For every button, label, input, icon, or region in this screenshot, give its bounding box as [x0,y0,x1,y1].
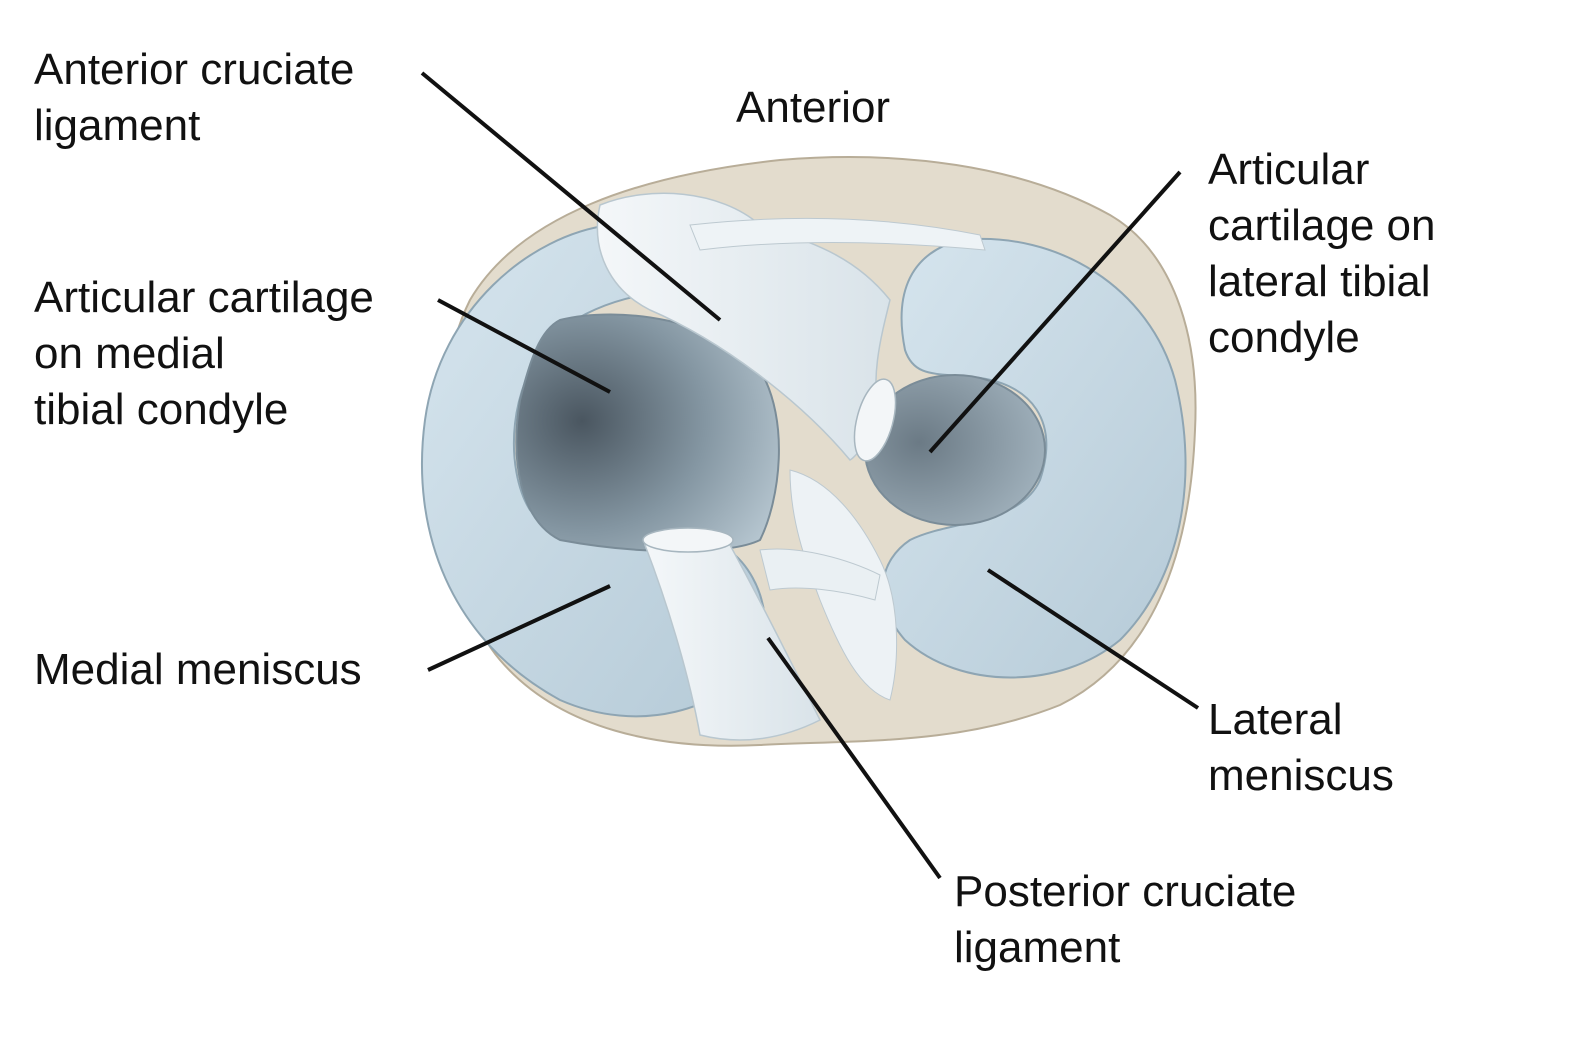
lateral-meniscus-label: Lateral meniscus [1208,695,1394,800]
anterior-orientation-label: Anterior [736,83,891,132]
lateral-meniscus-leader [986,568,1200,710]
acl-leader [420,71,722,322]
pcl-leader [766,636,942,880]
lateral-cartilage-leader [928,170,1182,454]
leader-lines [420,71,1200,880]
medial-meniscus-leader [427,584,611,672]
acl-label: Anterior cruciate ligament [34,45,355,150]
medial-cartilage-label: Articular cartilage on medial tibial con… [34,273,374,434]
pcl-label: Posterior cruciate ligament [954,867,1297,972]
medial-meniscus-label: Medial meniscus [34,645,362,694]
medial-cartilage-leader [437,298,611,394]
lateral-cartilage-label: Articular cartilage on lateral tibial co… [1208,145,1436,362]
